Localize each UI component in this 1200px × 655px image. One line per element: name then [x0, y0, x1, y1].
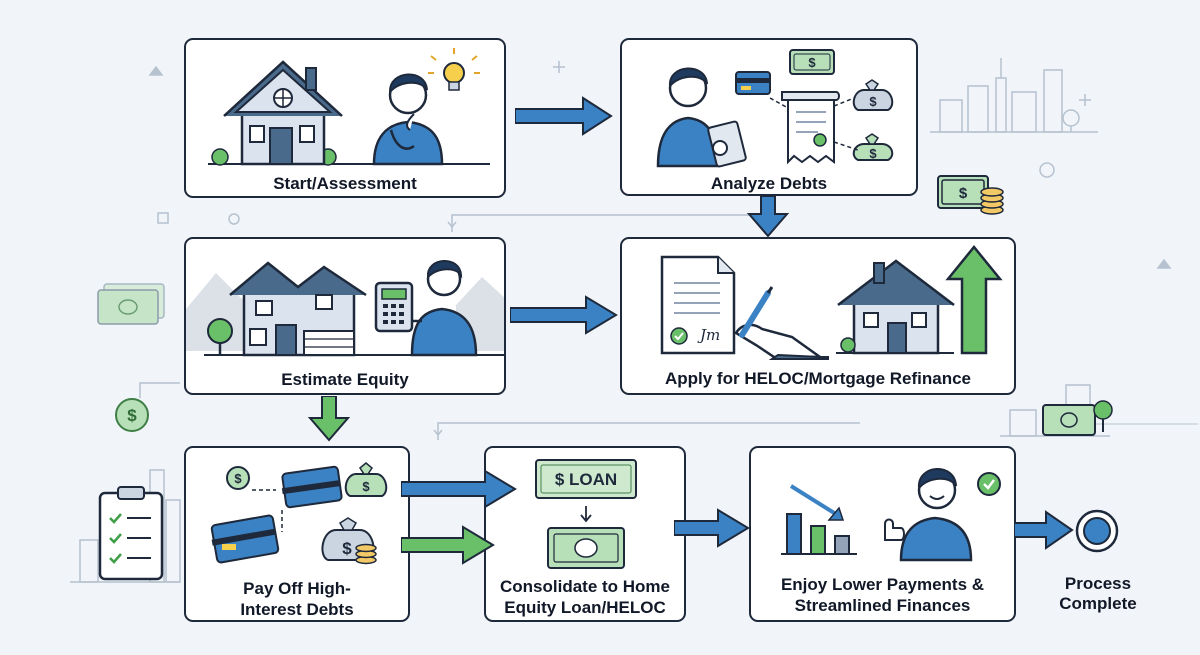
- step-label-line: Streamlined Finances: [794, 596, 971, 615]
- cash-bill-icon: [97, 283, 165, 325]
- house-icon: [229, 261, 367, 357]
- happy-person-icon: [884, 468, 973, 562]
- step-label: Consolidate to Home Equity Loan/HELOC: [486, 576, 684, 618]
- signature-icon: Jm: [697, 326, 720, 344]
- final-label-line: Complete: [1059, 594, 1137, 613]
- final-label-line: Process: [1064, 574, 1132, 593]
- city-skyline-right: [930, 58, 1098, 133]
- step-start-assessment-card: Start/Assessment: [184, 38, 506, 198]
- step-label: Estimate Equity: [281, 370, 409, 389]
- flow-arrow-estimate-to-payoff: [307, 396, 351, 442]
- cash-bill-icon: $: [789, 49, 835, 75]
- cash-symbol: $: [959, 185, 968, 202]
- credit-card-icon: [735, 71, 771, 95]
- declining-bar-chart-icon: [781, 484, 857, 555]
- coin-stack-icon: [355, 543, 377, 565]
- flow-arrow-payoff-to-consolidate-green: [401, 525, 495, 565]
- clipboard-checklist-icon: [98, 486, 164, 581]
- flow-arrow-analyze-to-apply: [746, 196, 790, 238]
- bag-symbol: $: [869, 146, 877, 161]
- step-pay-off-debts-card: $ $ $ Pay Off High- Interest Debts: [184, 446, 410, 622]
- coin-symbol: $: [234, 471, 242, 486]
- down-arrow-icon: [580, 506, 592, 523]
- bag-symbol: $: [869, 94, 877, 109]
- money-bag-icon: $ $: [852, 79, 894, 161]
- step-estimate-equity-card: Estimate Equity: [184, 237, 506, 395]
- lightbulb-icon: [428, 48, 480, 91]
- cash-coins-icon: $: [937, 175, 1004, 215]
- flow-arrow-enjoy-to-complete: [1014, 510, 1074, 550]
- step-label: Enjoy Lower Payments & Streamlined Finan…: [751, 574, 1014, 616]
- house-icon: [836, 259, 955, 355]
- connector-lines: [139, 214, 1198, 440]
- step-label: Start/Assessment: [273, 174, 417, 193]
- loan-banner-icon: $ LOAN: [535, 459, 637, 499]
- flow-arrow-consolidate-to-enjoy: [674, 508, 750, 548]
- credit-card-icon: [210, 465, 343, 564]
- flow-arrow-estimate-to-apply: [510, 295, 618, 335]
- dollar-coin-icon: $: [226, 466, 250, 490]
- thinking-person-icon: [372, 73, 444, 166]
- step-enjoy-lower-payments-card: Enjoy Lower Payments & Streamlined Finan…: [749, 446, 1016, 622]
- cash-symbol: $: [808, 55, 816, 70]
- signing-hand-icon: [734, 286, 829, 360]
- loan-banner-text: $ LOAN: [555, 470, 617, 489]
- process-complete-end-node: [1075, 509, 1119, 553]
- bag-symbol: $: [342, 539, 352, 558]
- step-label-line: Equity Loan/HELOC: [504, 598, 666, 617]
- step-consolidate-card: $ LOAN Consolidate to Home Equity Loan/H…: [484, 446, 686, 622]
- person-with-tablet-icon: [656, 67, 747, 168]
- tree-icon: [207, 318, 233, 355]
- person-with-calculator-icon: [374, 260, 478, 357]
- step-label-line: Interest Debts: [240, 600, 354, 619]
- step-label-line: Pay Off High-: [243, 579, 351, 598]
- step-apply-heloc-card: Jm Apply for HELOC/Mortgage Refinance: [620, 237, 1016, 395]
- flow-arrow-payoff-to-consolidate-blue: [401, 469, 517, 509]
- step-label-line: Consolidate to Home: [499, 577, 670, 596]
- process-complete-label: Process Complete: [1052, 574, 1144, 614]
- dollar-coin-icon: $: [115, 398, 149, 432]
- flow-arrow-start-to-analyze: [515, 96, 613, 136]
- step-label: Apply for HELOC/Mortgage Refinance: [664, 369, 972, 388]
- bill-document-icon: [781, 91, 840, 165]
- bag-symbol: $: [362, 479, 370, 494]
- step-label: Pay Off High- Interest Debts: [186, 578, 408, 620]
- document-icon: Jm: [660, 255, 736, 355]
- growth-arrow-icon: [945, 245, 1003, 355]
- house-icon: [223, 60, 343, 166]
- coin-symbol: $: [127, 406, 137, 425]
- step-label: Analyze Debts: [710, 174, 828, 193]
- step-label-line: Enjoy Lower Payments &: [780, 575, 985, 594]
- cash-bill-icon: [547, 527, 625, 569]
- step-analyze-debts-card: $ $ $: [620, 38, 918, 196]
- cash-bill-icon-right: [1042, 400, 1113, 436]
- checkmark-badge-icon: [977, 472, 1001, 496]
